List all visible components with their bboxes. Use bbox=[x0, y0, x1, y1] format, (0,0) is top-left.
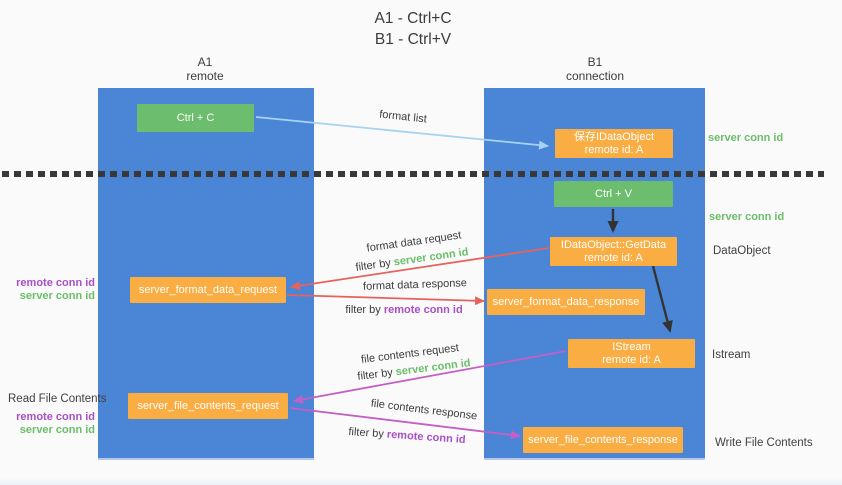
file-contents-response-arrow bbox=[289, 407, 521, 440]
server-format-data-response-label: server_format_data_response bbox=[492, 295, 640, 308]
lane-header-a1: A1 remote bbox=[186, 55, 223, 83]
ctrl-c-node: Ctrl + C bbox=[137, 104, 254, 132]
filter-by-text: filter by bbox=[345, 304, 381, 316]
read-file-contents-annotation: Read File Contents bbox=[8, 393, 107, 405]
ctrl-c-label: Ctrl + C bbox=[176, 111, 215, 124]
lane-b1-role: connection bbox=[565, 69, 625, 83]
save-dataobject-line1: 保存IDataObject bbox=[573, 130, 655, 143]
getdata-line1: IDataObject::GetData bbox=[560, 238, 667, 251]
bottom-left-conn-ids: remote conn id server conn id bbox=[0, 411, 95, 436]
bottom-edge-sheen bbox=[0, 477, 842, 485]
server-conn-id-annotation-top: server conn id bbox=[708, 132, 784, 144]
dataobject-annotation: DataObject bbox=[713, 245, 771, 257]
diagram-title: A1 - Ctrl+C B1 - Ctrl+V bbox=[374, 8, 451, 50]
write-file-contents-annotation: Write File Contents bbox=[715, 437, 813, 449]
remote-conn-id-annotation: remote conn id bbox=[16, 277, 95, 289]
title-line-1: A1 - Ctrl+C bbox=[374, 10, 452, 27]
server-file-contents-response-node: server_file_contents_response bbox=[523, 427, 683, 453]
format-data-request-arrow bbox=[290, 247, 550, 291]
server-format-data-request-node: server_format_data_request bbox=[130, 277, 286, 303]
title-line-2: B1 - Ctrl+V bbox=[374, 31, 452, 48]
mid-left-conn-ids: remote conn id server conn id bbox=[0, 277, 95, 302]
ctrl-v-label: Ctrl + V bbox=[595, 187, 632, 200]
remote-conn-id-annotation: remote conn id bbox=[16, 411, 95, 423]
server-format-data-request-label: server_format_data_request bbox=[138, 283, 278, 296]
save-dataobject-node: 保存IDataObject remote id: A bbox=[555, 129, 673, 158]
server-file-contents-request-node: server_file_contents_request bbox=[128, 393, 288, 419]
istream-line1: IStream bbox=[612, 340, 651, 353]
getdata-line2: remote id: A bbox=[584, 251, 643, 264]
istream-annotation: Istream bbox=[712, 349, 751, 361]
server-file-contents-response-label: server_file_contents_response bbox=[528, 433, 678, 446]
server-file-contents-request-label: server_file_contents_request bbox=[137, 399, 279, 412]
file-contents-request-arrow bbox=[293, 350, 567, 404]
lane-a1-name: A1 bbox=[197, 55, 213, 69]
lane-header-b1: B1 connection bbox=[566, 55, 624, 83]
remote-conn-id-key: remote conn id bbox=[383, 304, 463, 316]
server-conn-id-annotation-mid: server conn id bbox=[709, 211, 785, 223]
istream-line2: remote id: A bbox=[602, 353, 661, 366]
getdata-to-istream-arrow bbox=[651, 265, 673, 333]
lane-b1-name: B1 bbox=[587, 55, 603, 69]
server-format-data-response-node: server_format_data_response bbox=[487, 289, 645, 315]
server-conn-id-annotation: server conn id bbox=[19, 423, 95, 436]
format-list-arrow bbox=[255, 116, 549, 150]
filter-by-text: filter by bbox=[348, 425, 385, 441]
server-conn-id-annotation: server conn id bbox=[19, 289, 95, 302]
save-dataobject-line2: remote id: A bbox=[584, 143, 644, 156]
istream-node: IStream remote id: A bbox=[568, 339, 695, 368]
format-data-response-filter-label: filter by remote conn id bbox=[345, 304, 462, 316]
getdata-node: IDataObject::GetData remote id: A bbox=[550, 237, 677, 266]
ctrl-v-node: Ctrl + V bbox=[554, 181, 673, 207]
lane-a1-role: remote bbox=[186, 69, 224, 83]
format-data-response-arrow bbox=[286, 294, 485, 306]
